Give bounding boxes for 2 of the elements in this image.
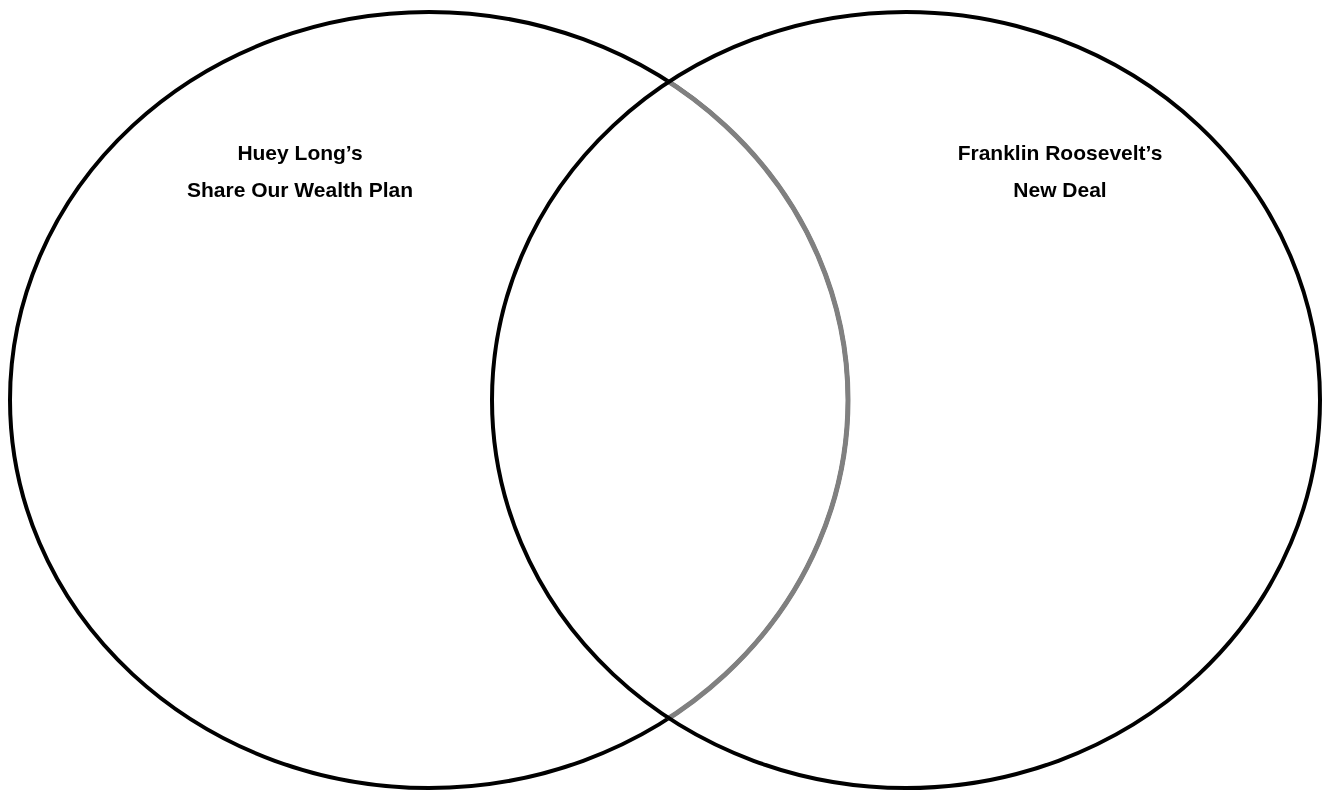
circle-heading: Franklin Roosevelt’s New Deal	[956, 140, 1164, 203]
circle-heading: Huey Long’s Share Our Wealth Plan	[186, 140, 414, 203]
